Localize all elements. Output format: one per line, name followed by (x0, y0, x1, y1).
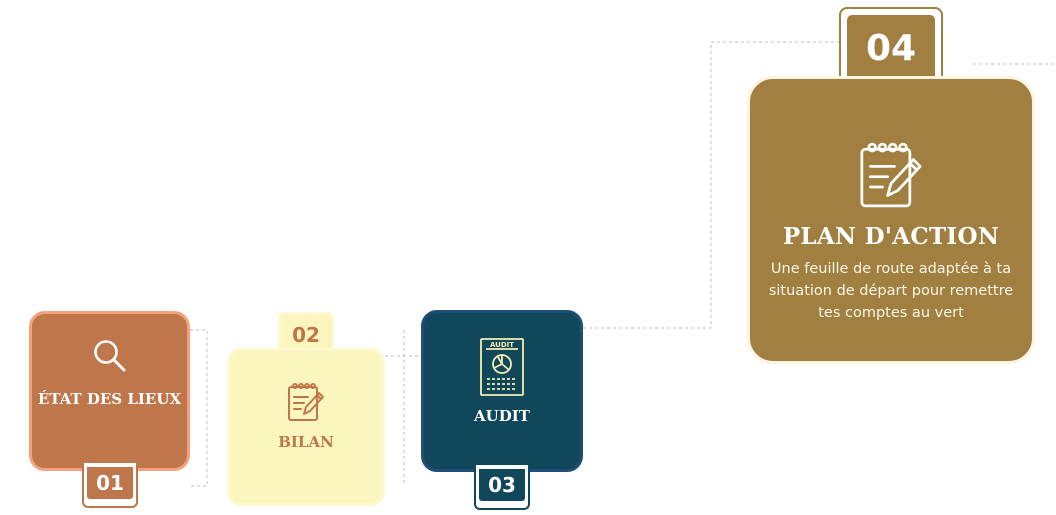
step-1-title: ÉTAT DES LIEUX (37, 390, 182, 408)
step-3-card: AUDIT AUDIT (421, 310, 583, 472)
step-1-number-tab: 01 (82, 463, 138, 508)
notepad-pencil-icon (855, 139, 927, 211)
audit-icon-label: AUDIT (490, 341, 514, 349)
step-3-title: AUDIT (474, 407, 530, 425)
step-3-number-tab: 03 (474, 465, 530, 510)
step-3-number: 03 (479, 468, 525, 501)
connector-1-2 (190, 329, 208, 487)
step-4-card: PLAN D'ACTION Une feuille de route adapt… (747, 76, 1035, 364)
step-2-number: 02 (278, 312, 334, 354)
step-2-title: BILAN (278, 433, 334, 451)
step-4-description: Une feuille de route adaptée à ta situat… (768, 261, 1014, 321)
step-4-number: 04 (847, 15, 935, 81)
notepad-pencil-icon (286, 381, 326, 423)
audit-document-icon: AUDIT (479, 337, 525, 397)
step-2-card: BILAN (227, 348, 385, 506)
step-4-number-tab: 04 (839, 7, 943, 81)
step-4-title: PLAN D'ACTION (782, 223, 1000, 250)
step-1-number: 01 (87, 466, 133, 499)
step-1-card: ÉTAT DES LIEUX (29, 311, 190, 471)
search-icon (92, 338, 128, 374)
